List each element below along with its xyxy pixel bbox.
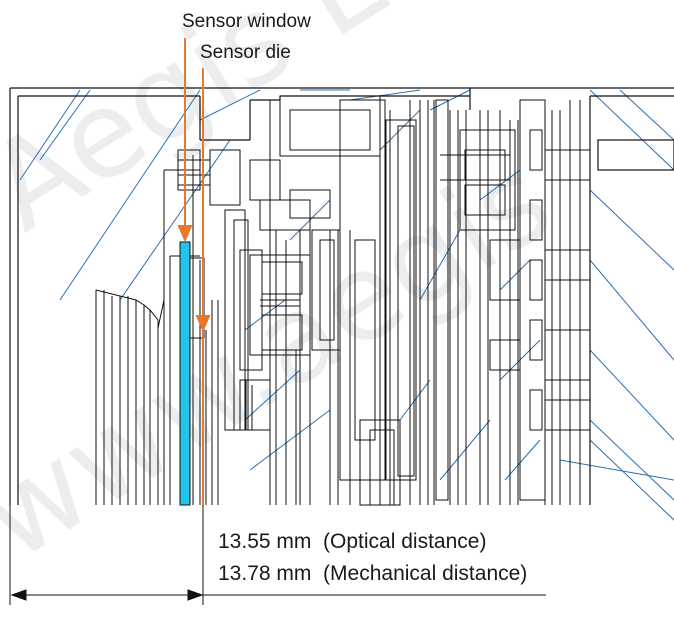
lens-barrel [95, 149, 210, 505]
dimension-lines [9, 505, 546, 605]
optical-distance-label: 13.55 mm (Optical distance) [218, 530, 486, 553]
callout-arrows [177, 38, 211, 333]
dimension-arrowhead-left [10, 589, 27, 601]
dimension-arrowhead-right [187, 589, 204, 601]
sensor-window-label: Sensor window [182, 11, 311, 32]
sensor-die-label: Sensor die [200, 42, 291, 63]
mount-internals [209, 95, 591, 506]
sensor-window-arrowhead [177, 225, 193, 243]
housing-hatching [19, 89, 674, 521]
sensor-package [189, 155, 219, 505]
sensor-die-arrowhead [195, 315, 211, 333]
sensor-window [179, 241, 191, 506]
watermark-line-1: Aegis Electronic [0, 0, 674, 258]
mechanical-distance-label: 13.78 mm (Mechanical distance) [218, 562, 527, 585]
